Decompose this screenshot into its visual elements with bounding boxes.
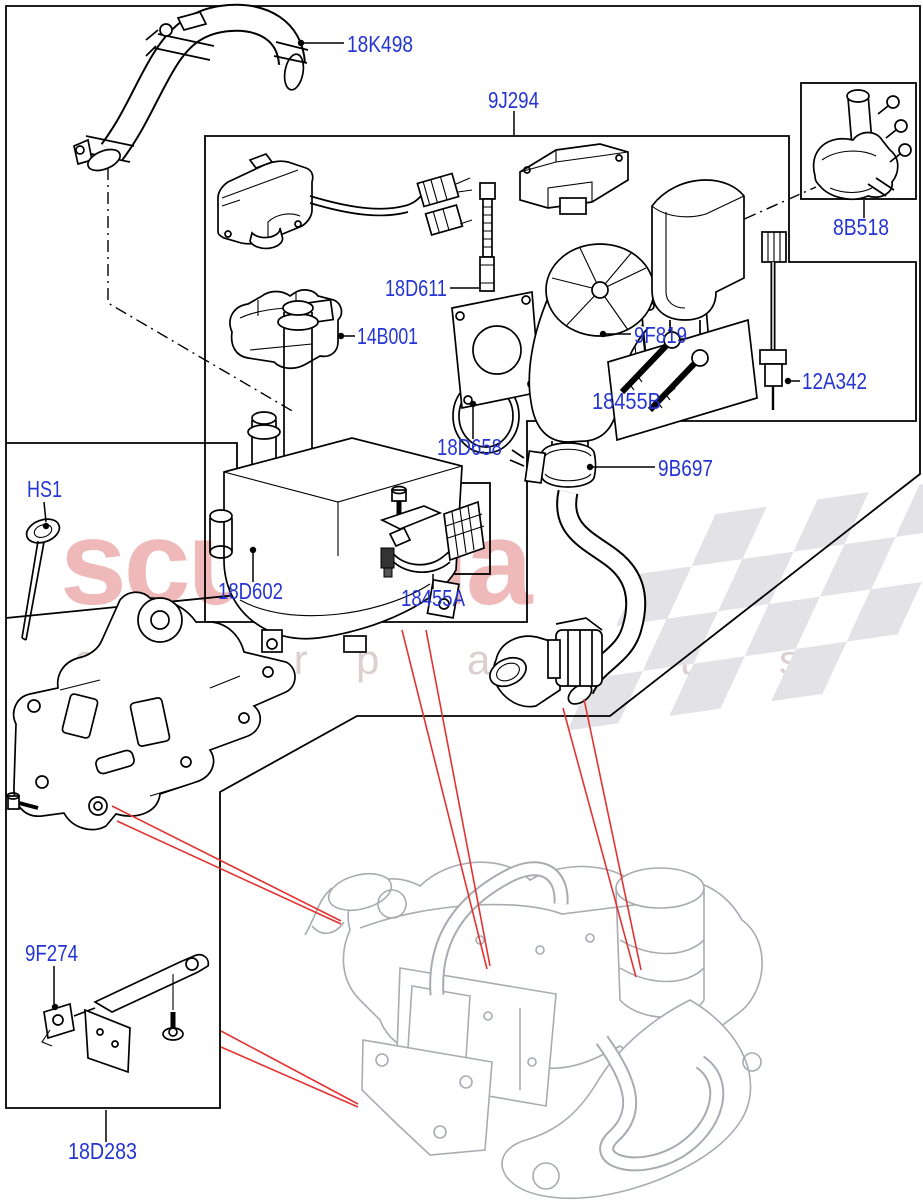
- part-label-9F819[interactable]: 9F819: [634, 322, 687, 348]
- part-label-HS1[interactable]: HS1: [27, 476, 62, 502]
- heater-unit-drawing: [209, 300, 463, 653]
- part-label-9J294[interactable]: 9J294: [488, 87, 539, 113]
- label-leaders: [42, 39, 865, 1142]
- bolt-kit-drawing: [607, 318, 758, 442]
- bracket-screw: [6, 792, 39, 810]
- quick-connect-elbow-drawing: [489, 617, 603, 708]
- fuel-metering-pump-drawing: [479, 182, 496, 292]
- part-label-18455A[interactable]: 18455A: [401, 585, 466, 611]
- part-label-9B697[interactable]: 9B697: [658, 455, 713, 481]
- pipe-clip-bracket-drawing: [41, 953, 210, 1074]
- part-label-14B001[interactable]: 14B001: [357, 323, 418, 349]
- hose-clamp-top: [145, 10, 215, 61]
- part-label-18D658[interactable]: 18D658: [437, 434, 502, 460]
- harness-and-connectors-drawing: [309, 172, 473, 237]
- part-label-9F274[interactable]: 9F274: [25, 940, 78, 966]
- circulation-pump-drawing: [812, 89, 912, 201]
- part-label-18D283[interactable]: 18D283: [68, 1138, 137, 1164]
- hanging-bolt: [162, 1012, 184, 1041]
- red-leader-lines: [111, 629, 642, 1108]
- screw-drawing: [21, 518, 61, 641]
- glow-plug-drawing: [759, 231, 787, 410]
- water-hose-drawing: [73, 3, 309, 172]
- wiring-kit-drawing: [379, 485, 485, 578]
- hose-clamp-bottom: [73, 135, 135, 166]
- part-label-12A342[interactable]: 12A342: [802, 368, 867, 394]
- air-intake-scoop-drawing: [651, 179, 745, 354]
- part-label-18K498[interactable]: 18K498: [347, 31, 413, 57]
- part-label-18455B[interactable]: 18455B: [592, 388, 661, 414]
- part-label-18D602[interactable]: 18D602: [218, 578, 283, 604]
- control-unit-cover-drawing: [217, 152, 314, 250]
- outer-border: [5, 5, 921, 1109]
- part-label-8B518[interactable]: 8B518: [833, 214, 889, 240]
- engine-installation-sketch: [304, 861, 763, 1199]
- outlet-hose-drawing: [509, 442, 647, 705]
- part-label-18D611[interactable]: 18D611: [385, 275, 447, 301]
- heater-bracket-drawing: [6, 591, 296, 831]
- burner-housing-drawing: [519, 143, 629, 215]
